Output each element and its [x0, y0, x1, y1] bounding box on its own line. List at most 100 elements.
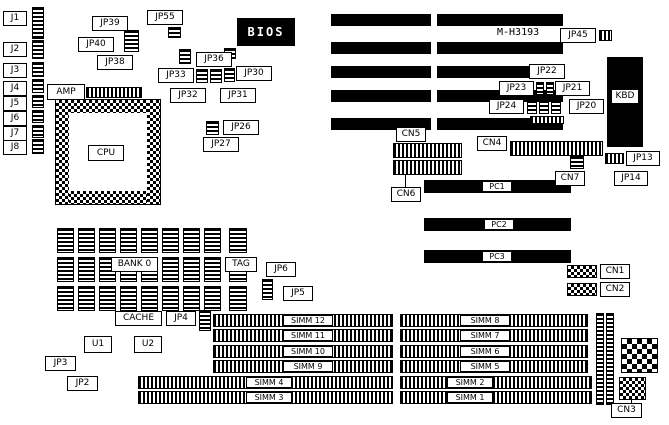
isa-slot-2-short [437, 42, 563, 54]
jp30-jumper-block-icon [224, 68, 235, 82]
label-tag: TAG [225, 257, 257, 272]
label-jp24: JP24 [489, 99, 524, 114]
label-jp4: JP4 [166, 311, 196, 326]
jp36-jumper-block-icon [179, 49, 191, 64]
label-u2: U2 [134, 336, 162, 353]
dram-chip [162, 257, 179, 282]
label-jp6: JP6 [266, 262, 296, 277]
label-j5: J5 [3, 96, 27, 111]
label-simm4: SIMM 4 [246, 377, 292, 388]
cn5-header-icon [393, 143, 462, 158]
label-cache: CACHE [115, 311, 162, 326]
dram-chip [204, 286, 221, 311]
j7-pin-header-icon [32, 125, 44, 138]
cpu-pin-grid-top [56, 100, 160, 113]
dram-chip [162, 228, 179, 253]
dram-chip [120, 286, 137, 311]
label-jp55: JP55 [147, 10, 183, 25]
jumper-block-icon [530, 116, 564, 124]
label-simm11: SIMM 11 [283, 330, 333, 341]
j4-pin-header-icon [32, 79, 44, 93]
cn1-header-icon [567, 265, 597, 278]
label-simm5: SIMM 5 [460, 361, 510, 372]
label-simm3: SIMM 3 [246, 392, 292, 403]
dram-chip [204, 228, 221, 253]
isa-slot-2-long [331, 42, 431, 54]
label-jp32: JP32 [170, 88, 206, 103]
label-kbd: KBD [611, 89, 639, 104]
cpu-pin-grid-right [147, 100, 160, 204]
label-jp23: JP23 [499, 81, 534, 96]
label-cn3: CN3 [611, 403, 642, 418]
label-bank0: BANK 0 [111, 257, 158, 272]
isa-slot-4-long [331, 90, 431, 102]
dram-chip [204, 257, 221, 282]
label-jp22: JP22 [529, 64, 565, 79]
label-cn7: CN7 [555, 171, 585, 186]
dram-chip [57, 228, 74, 253]
label-jp3: JP3 [45, 356, 76, 371]
cn3-header-icon [619, 377, 646, 400]
label-jp39: JP39 [92, 16, 128, 31]
j2-pin-header-icon [32, 40, 44, 59]
amp-socket-bar-icon [86, 87, 142, 98]
label-jp33: JP33 [158, 68, 194, 83]
jumper-block-icon [210, 69, 222, 83]
label-jp21: JP21 [555, 81, 590, 96]
dram-chip [120, 228, 137, 253]
j5-pin-header-icon [32, 95, 44, 108]
jp39-jumper-block-icon [124, 30, 139, 52]
label-amp: AMP [47, 84, 85, 100]
label-u1: U1 [84, 336, 112, 353]
simm2-slot-bar [400, 376, 592, 389]
label-pc1: PC1 [482, 181, 512, 192]
isa-slot-3-long [331, 66, 431, 78]
j8-pin-header-icon [32, 139, 44, 154]
dram-chip [99, 228, 116, 253]
jp20-jumper-block-icon [551, 100, 561, 114]
label-j8: J8 [3, 140, 27, 155]
cn7-header-icon [570, 156, 584, 169]
cn4-header-icon [510, 141, 603, 156]
dram-chip [57, 286, 74, 311]
isa-slot-1-short [437, 14, 563, 26]
simm1-slot-bar [400, 391, 592, 404]
label-jp40: JP40 [78, 37, 114, 52]
cpu-pin-grid-left [56, 100, 69, 204]
label-jp13: JP13 [626, 151, 660, 166]
label-j4: J4 [3, 81, 27, 96]
dram-chip [162, 286, 179, 311]
edge-header-strip-icon [596, 313, 604, 405]
label-pc3: PC3 [482, 251, 512, 262]
label-jp30: JP30 [236, 66, 272, 81]
label-jp38: JP38 [97, 55, 133, 70]
label-jp31: JP31 [220, 88, 256, 103]
label-jp2: JP2 [67, 376, 98, 391]
label-cn2: CN2 [600, 282, 630, 297]
jp55-jumper-block-icon [168, 27, 181, 38]
label-simm8: SIMM 8 [460, 315, 510, 326]
dram-chip [57, 257, 74, 282]
j1-pin-header-icon [32, 7, 44, 39]
label-simm6: SIMM 6 [460, 346, 510, 357]
label-jp45: JP45 [560, 28, 596, 43]
label-j2: J2 [3, 42, 27, 57]
cn6-header-icon [393, 160, 462, 175]
label-cn4: CN4 [477, 136, 507, 151]
label-jp27: JP27 [203, 137, 239, 152]
tag-ram-chip [229, 286, 247, 311]
jp45-jumper-block-icon [599, 30, 612, 41]
dram-chip [78, 286, 95, 311]
dram-chip [78, 228, 95, 253]
cpu-pin-grid-bottom [56, 191, 160, 204]
bios-chip: BIOS [237, 18, 295, 46]
cn2-header-icon [567, 283, 597, 296]
jp6-jumper-block-icon [262, 279, 273, 300]
label-jp36: JP36 [196, 52, 232, 67]
label-jp14: JP14 [614, 171, 648, 186]
power-connector-icon [621, 338, 658, 373]
label-simm1: SIMM 1 [447, 392, 493, 403]
label-jp20: JP20 [569, 99, 604, 114]
cn3-pointer-line [631, 400, 632, 404]
